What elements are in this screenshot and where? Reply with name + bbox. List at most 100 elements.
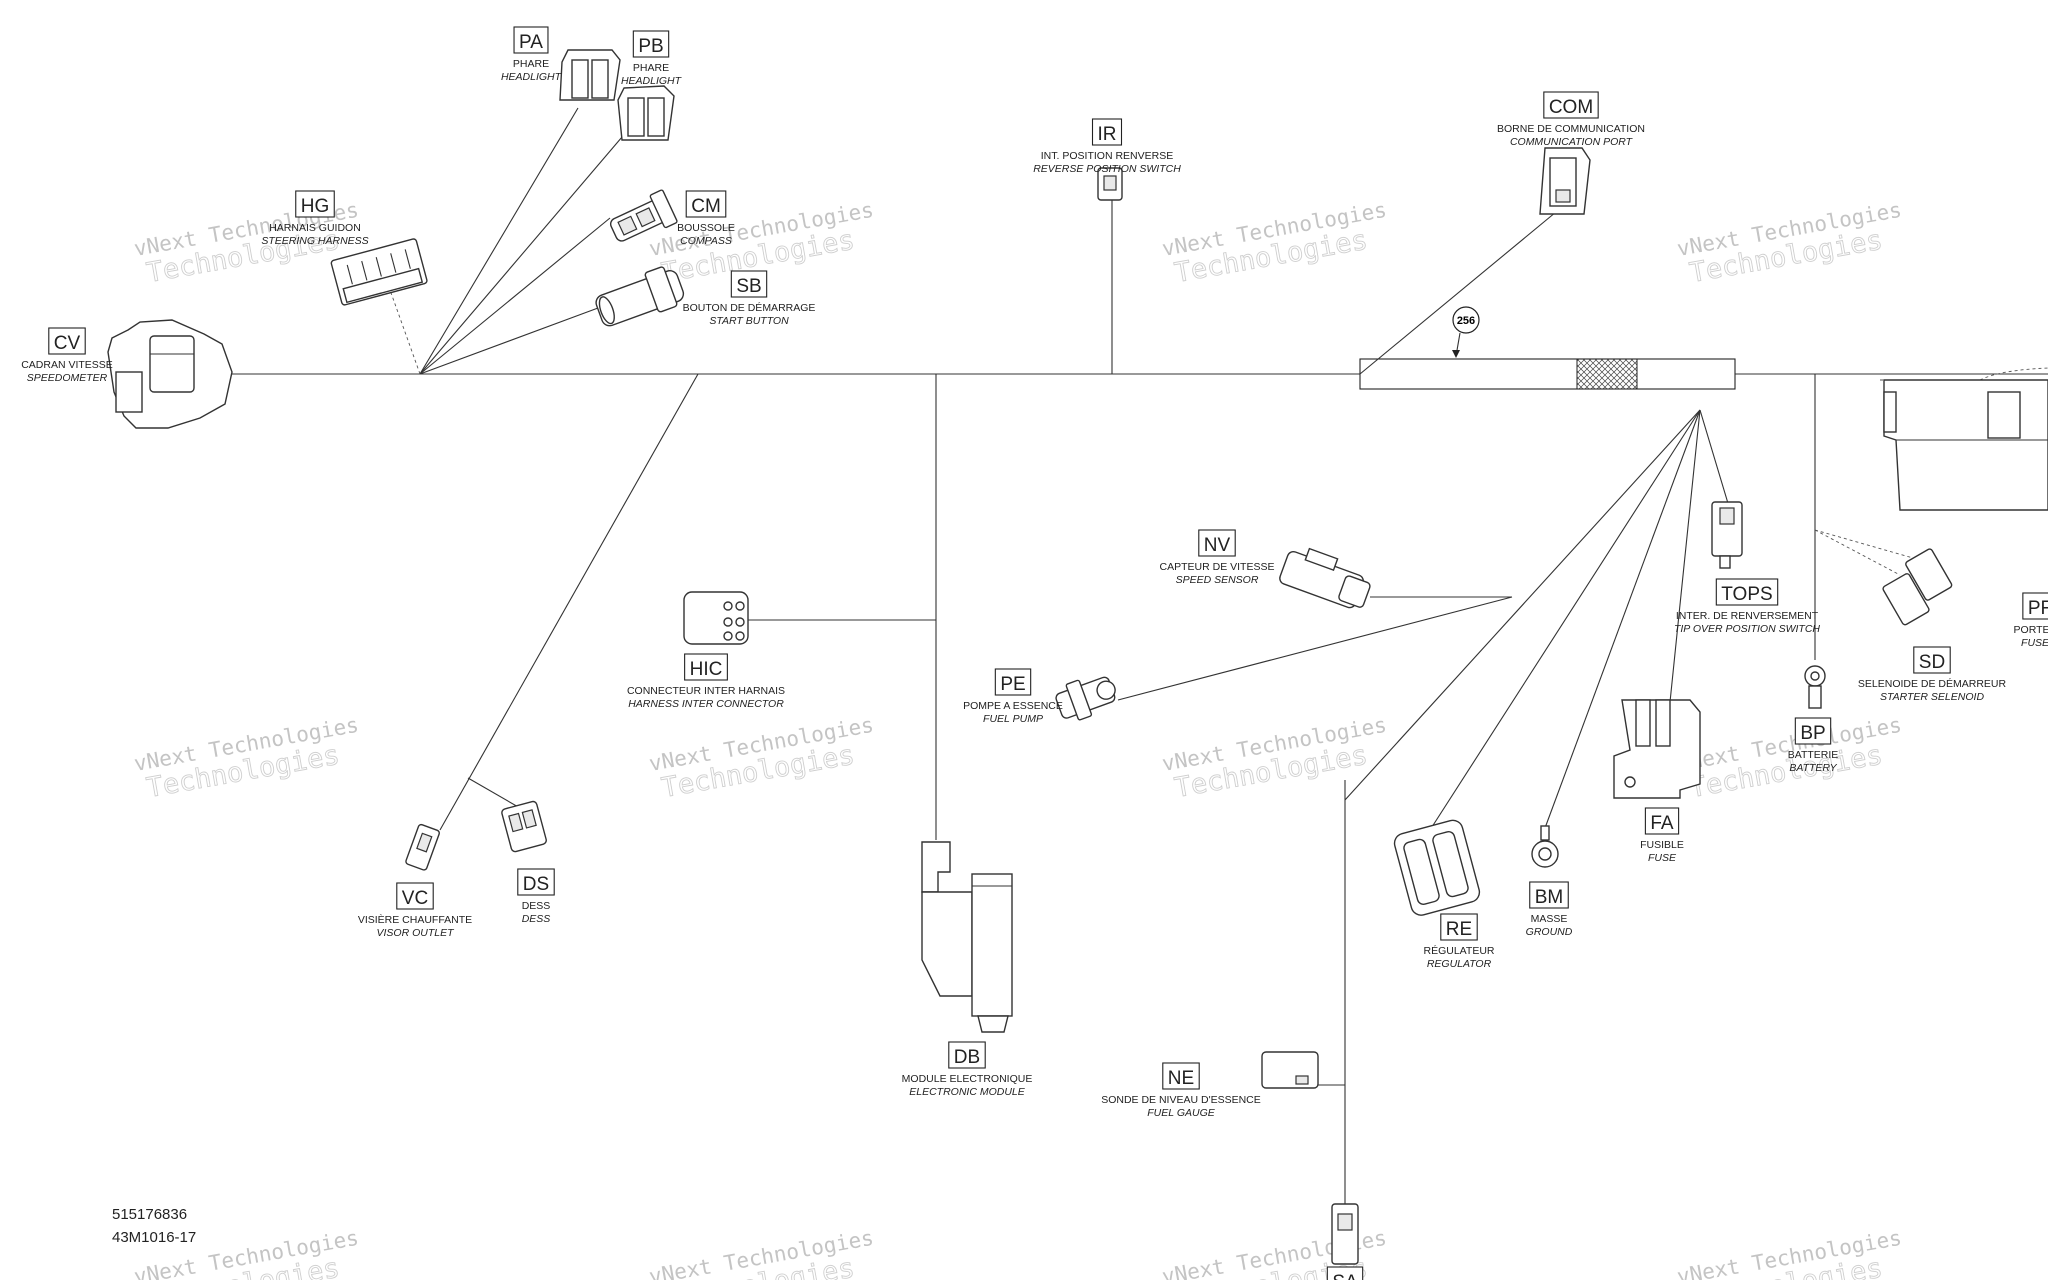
connector-code-box [1715,578,1779,606]
reverse-position-switch-connector [1097,167,1123,201]
label-french: INTER. DE RENVERSEMENT [1676,610,1819,622]
label-english: REGULATOR [1427,958,1492,970]
label-french: RÉGULATEUR [1424,944,1495,957]
label-french: VISIÈRE CHAUFFANTE [358,913,472,926]
branch-wires [389,107,2048,1210]
connector-code: PA [519,32,543,53]
headlight-connector-pa [559,49,621,101]
label-english: HEADLIGHT [501,71,563,83]
connector-code-box [1440,913,1478,941]
connector-code: HG [301,196,330,217]
sa-connector [1331,1203,1359,1265]
visor-outlet-connector [405,823,440,871]
speedometer-part [107,319,233,429]
connector-code-box [1794,717,1832,745]
connector-code: CM [691,196,721,217]
fuse-holder [1613,699,1701,799]
label-french: POMPE A ESSENCE [963,700,1063,712]
label-french: BORNE DE COMMUNICATION [1497,123,1645,135]
main-harness-trunk [228,358,2048,390]
connector-code: SD [1919,652,1945,673]
label-english: BATTERY [1789,762,1837,774]
connector-code: TOPS [1721,584,1772,605]
label-english: FUSE [1648,852,1677,864]
connector-code-box [1543,91,1599,119]
connector-code-box [517,868,555,896]
electronic-module [921,841,1013,1033]
connector-code-box [2022,592,2048,620]
starter-solenoid-connector [1882,548,1953,626]
compass-connector [609,189,678,242]
label-english: TIP OVER POSITION SWITCH [1674,623,1820,635]
label-french: FUSIBLE [1640,839,1684,851]
connector-code: NE [1168,1068,1194,1089]
label-english: FUEL GAUGE [1147,1107,1215,1119]
connector-code: PF [2028,598,2048,619]
label-english: START BUTTON [709,315,789,327]
fuel-pump-connector [1055,676,1116,721]
label-french: PORTE FU [2014,624,2048,636]
label-french: MASSE [1531,913,1568,925]
label-french: PHARE [513,58,549,70]
part-number: 515176836 [112,1206,188,1223]
connector-code-box [1644,807,1680,835]
connector-code: FA [1650,813,1674,834]
drawing-reference: 43M1016-17 [112,1229,197,1246]
dess-connector [501,800,547,853]
label-english: ELECTRONIC MODULE [909,1086,1026,1098]
label-english: SPEEDOMETER [27,372,108,384]
connector-code: RE [1446,919,1472,940]
label-french: HARNAIS GUIDON [269,222,361,234]
connector-code: HIC [690,659,723,680]
label-french: BATTERIE [1788,749,1839,761]
label-english: FUSE B [2021,637,2048,649]
label-english: SPEED SENSOR [1176,574,1259,586]
connector-code-box [396,882,434,910]
connector-code-box [513,26,549,54]
label-english: DESS [522,913,551,925]
label-french: SELENOIDE DE DÉMARREUR [1858,677,2007,690]
label-english: REVERSE POSITION SWITCH [1033,163,1181,175]
connector-code: BP [1800,723,1825,744]
start-button-connector [595,266,685,327]
connector-code-box [1529,881,1569,909]
regulator-connector [1393,819,1481,916]
connector-code-box [48,327,86,355]
connector-code-box [295,190,335,218]
fuse-box [1883,379,2048,511]
connector-code-box [685,190,727,218]
svg-text:256: 256 [1457,315,1475,327]
connector-code: IR [1098,124,1117,145]
label-english: FUEL PUMP [983,713,1043,725]
label-french: MODULE ELECTRONIQUE [902,1073,1033,1085]
drawing-references: 515176836 43M1016-17 [112,1203,196,1249]
fuel-gauge-connector [1261,1051,1319,1089]
harness-sleeve [1359,358,1736,390]
harness-inter-connector [683,591,749,645]
connector-code-box [632,30,670,58]
connector-labels: PAPHAREHEADLIGHTPBPHAREHEADLIGHTHGHARNAI… [21,26,2048,1280]
label-french: CAPTEUR DE VITESSE [1160,561,1275,573]
connector-code-box [1913,646,1951,674]
label-pf: PF PORTE FUFUSE B [2014,592,2048,649]
communication-port-connector [1539,147,1591,215]
